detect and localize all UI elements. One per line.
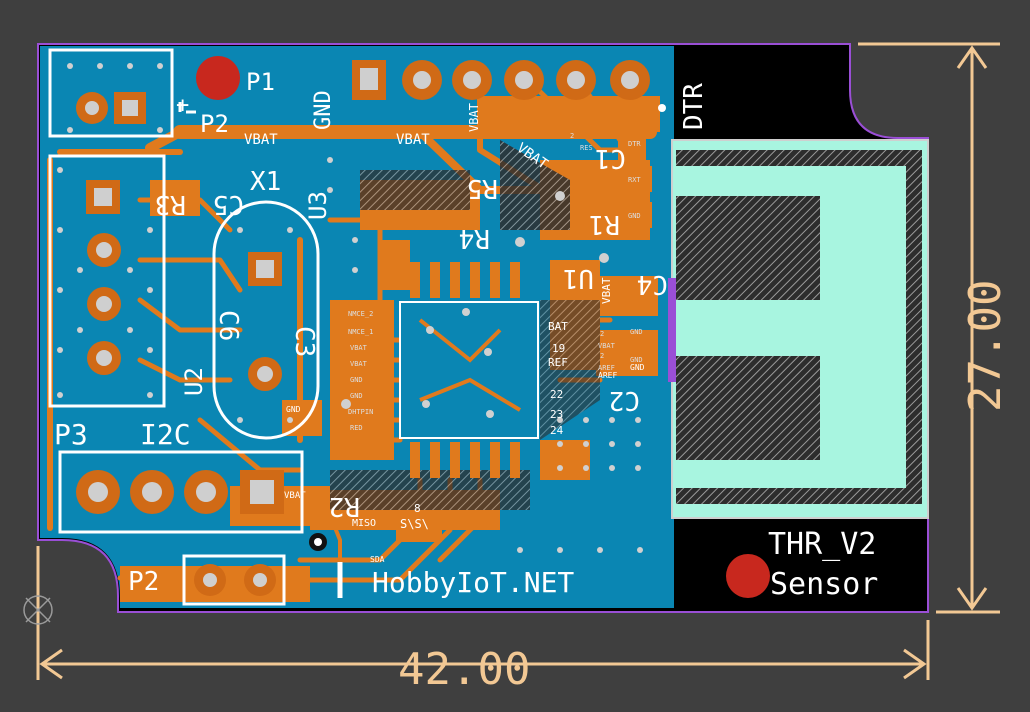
pin-22: 22 bbox=[550, 388, 563, 401]
svg-text:RXT: RXT bbox=[628, 176, 641, 184]
pin-23: 23 bbox=[550, 408, 563, 421]
label-c4: C4 bbox=[637, 269, 668, 299]
svg-text:RES: RES bbox=[580, 144, 593, 152]
net-vbat-mid: VBAT bbox=[396, 132, 430, 148]
label-c2: C2 bbox=[609, 385, 640, 415]
pin-24: 24 bbox=[550, 424, 564, 437]
label-p2-bottom: P2 bbox=[128, 567, 159, 597]
label-plus: + bbox=[176, 93, 189, 118]
svg-text:DHTPIN: DHTPIN bbox=[348, 408, 373, 416]
net-miso: MISO bbox=[352, 518, 376, 529]
label-r2: R2 bbox=[329, 491, 360, 521]
label-c3: C3 bbox=[289, 326, 319, 357]
svg-text:GND: GND bbox=[350, 376, 363, 384]
svg-text:VBAT: VBAT bbox=[598, 342, 616, 350]
label-r5: R5 bbox=[467, 173, 498, 203]
svg-text:GND: GND bbox=[630, 356, 643, 364]
net-ref: REF bbox=[548, 356, 568, 369]
svg-text:NMCE_1: NMCE_1 bbox=[348, 328, 373, 336]
label-r3: R3 bbox=[155, 189, 186, 219]
net-vbat-vertical: VBAT bbox=[467, 103, 481, 132]
label-r4: R4 bbox=[459, 223, 490, 253]
label-c5: C5 bbox=[213, 189, 244, 219]
net-bat: BAT bbox=[548, 320, 568, 333]
svg-text:GND: GND bbox=[628, 212, 641, 220]
label-r1: R1 bbox=[589, 209, 620, 239]
label-gnd: GND bbox=[311, 90, 336, 130]
label-c1: C1 bbox=[595, 143, 626, 173]
svg-text:VBAT: VBAT bbox=[350, 360, 368, 368]
svg-text:RED: RED bbox=[350, 424, 363, 432]
net-vbat-c4: VBAT bbox=[600, 277, 613, 304]
label-dtr: DTR bbox=[679, 83, 709, 130]
label-c6: C6 bbox=[213, 310, 243, 341]
smd-pads bbox=[120, 96, 660, 602]
dimension-lines bbox=[36, 42, 1000, 680]
vias bbox=[57, 63, 666, 553]
silkscreen-texts: P1 P2 + GND DTR X1 U3 C5 R3 R5 R4 C1 R1 … bbox=[54, 68, 878, 602]
label-brand: HobbyIoT.NET bbox=[372, 566, 574, 599]
through-hole-pads bbox=[76, 56, 770, 598]
svg-text:2: 2 bbox=[570, 132, 574, 140]
pin-8: 8 bbox=[414, 502, 421, 515]
svg-text:GND: GND bbox=[350, 392, 363, 400]
svg-text:VBAT: VBAT bbox=[350, 344, 368, 352]
net-gnd-2: GND bbox=[630, 363, 645, 372]
label-board-name: THR_V2 bbox=[768, 527, 876, 562]
silkscreen-outlines bbox=[48, 48, 343, 606]
svg-text:2: 2 bbox=[600, 352, 604, 360]
net-aref: AREF bbox=[598, 371, 617, 380]
label-p1: P1 bbox=[246, 68, 275, 96]
pin-19: 19 bbox=[552, 342, 565, 355]
u1-mcu-chip bbox=[399, 262, 539, 478]
label-x1: X1 bbox=[250, 167, 281, 197]
net-vbat-left: VBAT bbox=[244, 132, 278, 148]
moisture-sensor-pad bbox=[668, 139, 929, 519]
net-sda: SDA bbox=[370, 555, 385, 564]
label-u2: U2 bbox=[180, 367, 208, 396]
label-u1: U1 bbox=[563, 263, 594, 293]
svg-text:DTR: DTR bbox=[628, 140, 641, 148]
label-p3: P3 bbox=[54, 418, 88, 451]
svg-text:AREF: AREF bbox=[598, 364, 615, 372]
label-i2c: I2C bbox=[140, 418, 191, 451]
svg-text:NMCE_2: NMCE_2 bbox=[348, 310, 373, 318]
svg-text:2: 2 bbox=[600, 330, 604, 338]
net-vbat-header: VBAT bbox=[284, 491, 306, 501]
dimension-width: 42.00 bbox=[398, 644, 530, 695]
label-board-type: Sensor bbox=[770, 567, 878, 602]
net-gnd-1: GND bbox=[286, 405, 301, 414]
label-p2-top: P2 bbox=[200, 110, 229, 138]
dimension-height: 27.00 bbox=[960, 280, 1011, 412]
origin-marker-icon bbox=[23, 595, 53, 625]
net-s: S\S\ bbox=[400, 517, 429, 531]
label-u3: U3 bbox=[304, 191, 332, 220]
svg-text:GND: GND bbox=[630, 328, 643, 336]
